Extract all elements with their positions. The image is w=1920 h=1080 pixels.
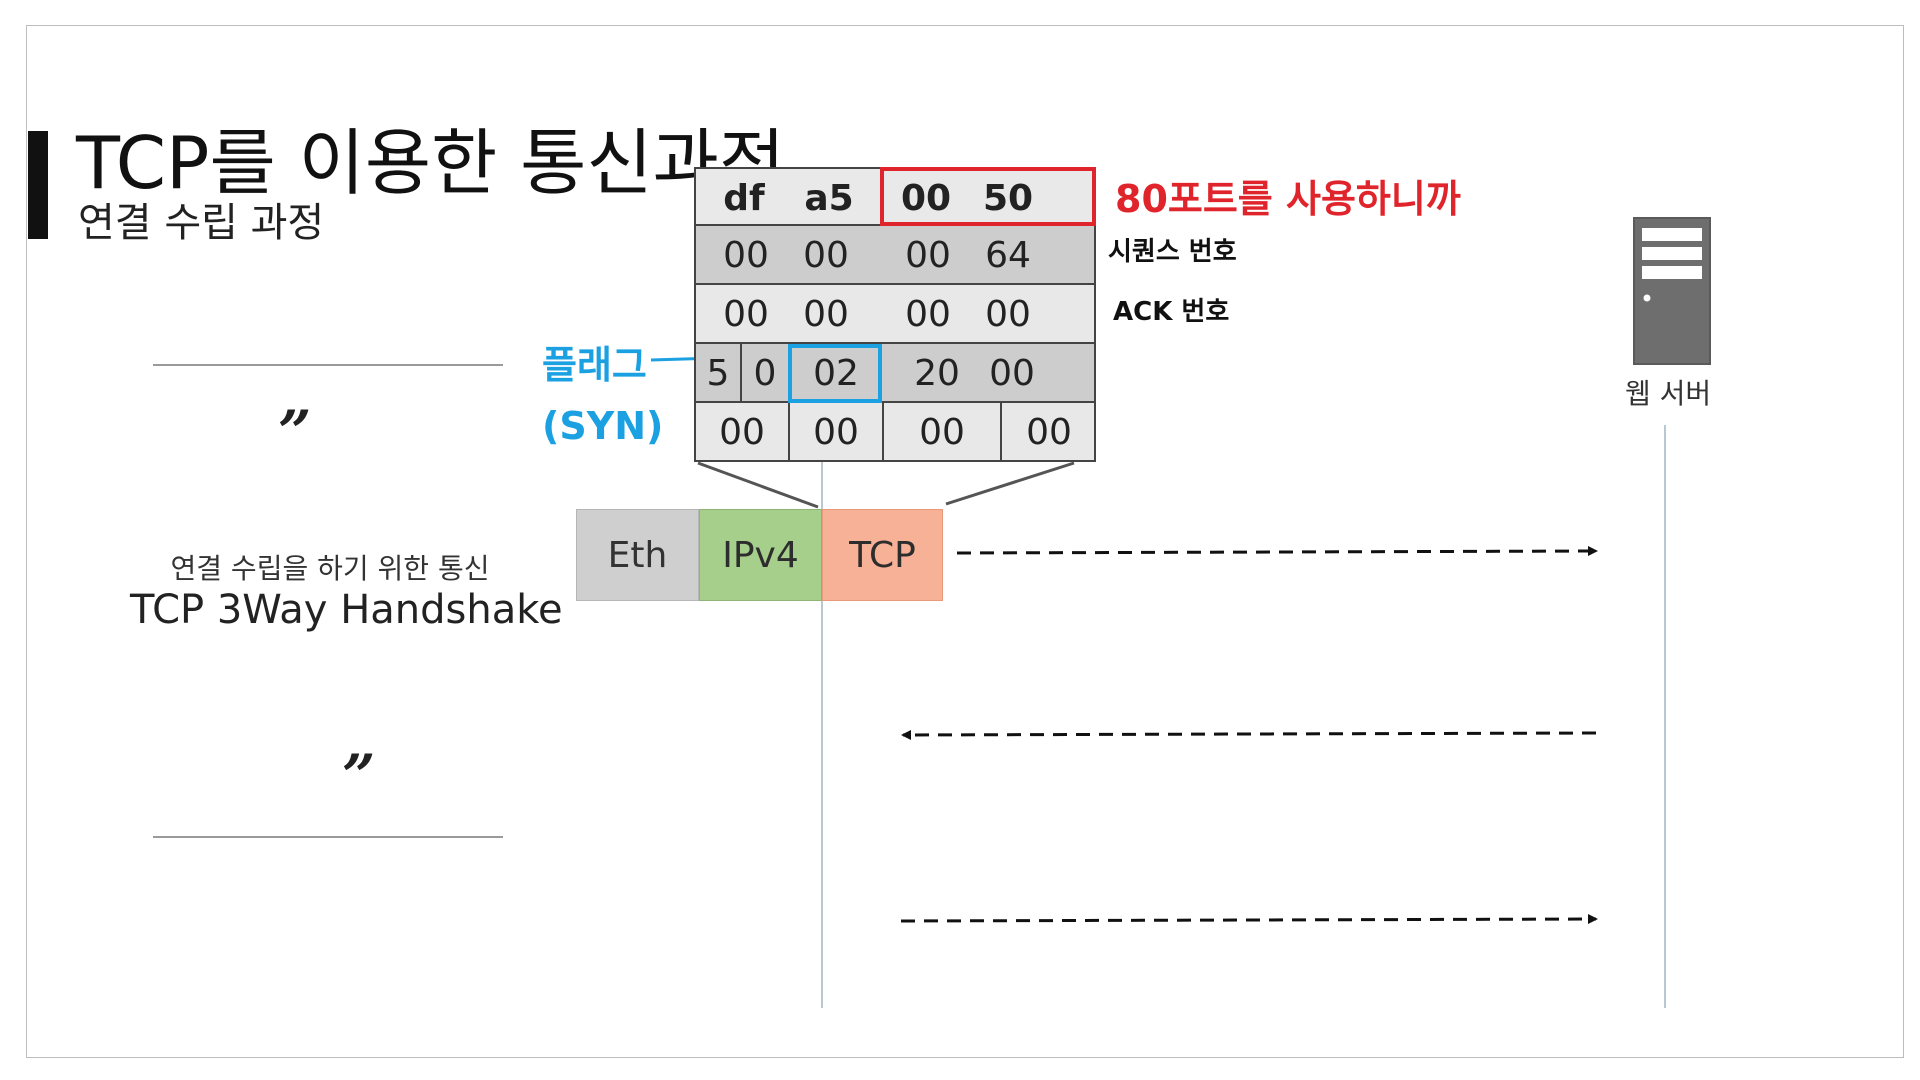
src-port-byte-2: a5 [804,178,854,219]
ack-annotation: ACK 번호 [1113,297,1230,327]
dst-port-highlight [880,167,1096,226]
flag-value-annotation: (SYN) [542,404,664,448]
ack-byte-1: 00 [723,294,769,335]
seq-byte-3: 00 [905,235,951,276]
flag-annotation: 플래그 [542,343,647,387]
zoom-line-left [697,461,819,509]
window-byte-2: 00 [989,353,1035,394]
quote-top-rule [153,364,503,366]
quote-line-2: TCP 3Way Handshake [130,587,563,633]
syn-ack-arrow [901,729,1597,740]
ack-byte-3: 00 [905,294,951,335]
seq-byte-2: 00 [803,235,849,276]
urgent-byte-2: 00 [1026,412,1072,453]
ack-byte-2: 00 [803,294,849,335]
ack-arrow [900,914,1598,925]
title-accent-bar [28,131,48,239]
packet-segment-eth: Eth [576,509,699,601]
server-icon [1632,216,1712,366]
reserved: 0 [742,344,790,403]
tcp-header-row-checksum: 00 00 00 00 [694,403,1096,462]
quote-open-mark: ” [278,398,312,466]
tcp-header-row-ack: 00 00 00 00 [694,285,1096,344]
src-port-byte-1: df [723,178,765,219]
quote-close-mark: ” [342,742,376,810]
seq-byte-1: 00 [723,235,769,276]
sequence-annotation: 시퀀스 번호 [1108,237,1237,267]
quote-bottom-rule [153,836,503,838]
page-title: TCP를 이용한 통신과정 [76,121,786,205]
tcp-header-row-ports: df a5 00 50 [694,167,1096,226]
tcp-header-row-sequence: 00 00 00 64 [694,226,1096,285]
flag-highlight [788,344,882,403]
seq-byte-4: 64 [985,235,1031,276]
ack-byte-4: 00 [985,294,1031,335]
flag-byte: 02 [813,353,859,394]
quote-line-1: 연결 수립을 하기 위한 통신 [170,552,490,585]
server-label: 웹 서버 [1625,377,1712,410]
tcp-header-table: df a5 00 50 00 00 00 64 00 00 00 00 5 0 … [694,167,1096,463]
tcp-header-row-flags: 5 0 02 20 00 [694,344,1096,403]
urgent-byte-1: 00 [884,403,1002,462]
dst-port-byte-2: 50 [982,178,1034,219]
port-annotation: 80포트를 사용하니까 [1115,177,1461,221]
page-subtitle: 연결 수립 과정 [78,200,325,246]
checksum-byte-1: 00 [696,403,790,462]
data-offset: 5 [696,344,742,403]
packet-segment-ipv4: IPv4 [699,509,822,601]
packet-segment-tcp: TCP [822,509,943,601]
checksum-byte-2: 00 [790,403,884,462]
syn-arrow [956,546,1598,557]
zoom-line-right [945,461,1075,506]
dst-port-byte-1: 00 [900,178,952,219]
window-byte-1: 20 [914,353,960,394]
